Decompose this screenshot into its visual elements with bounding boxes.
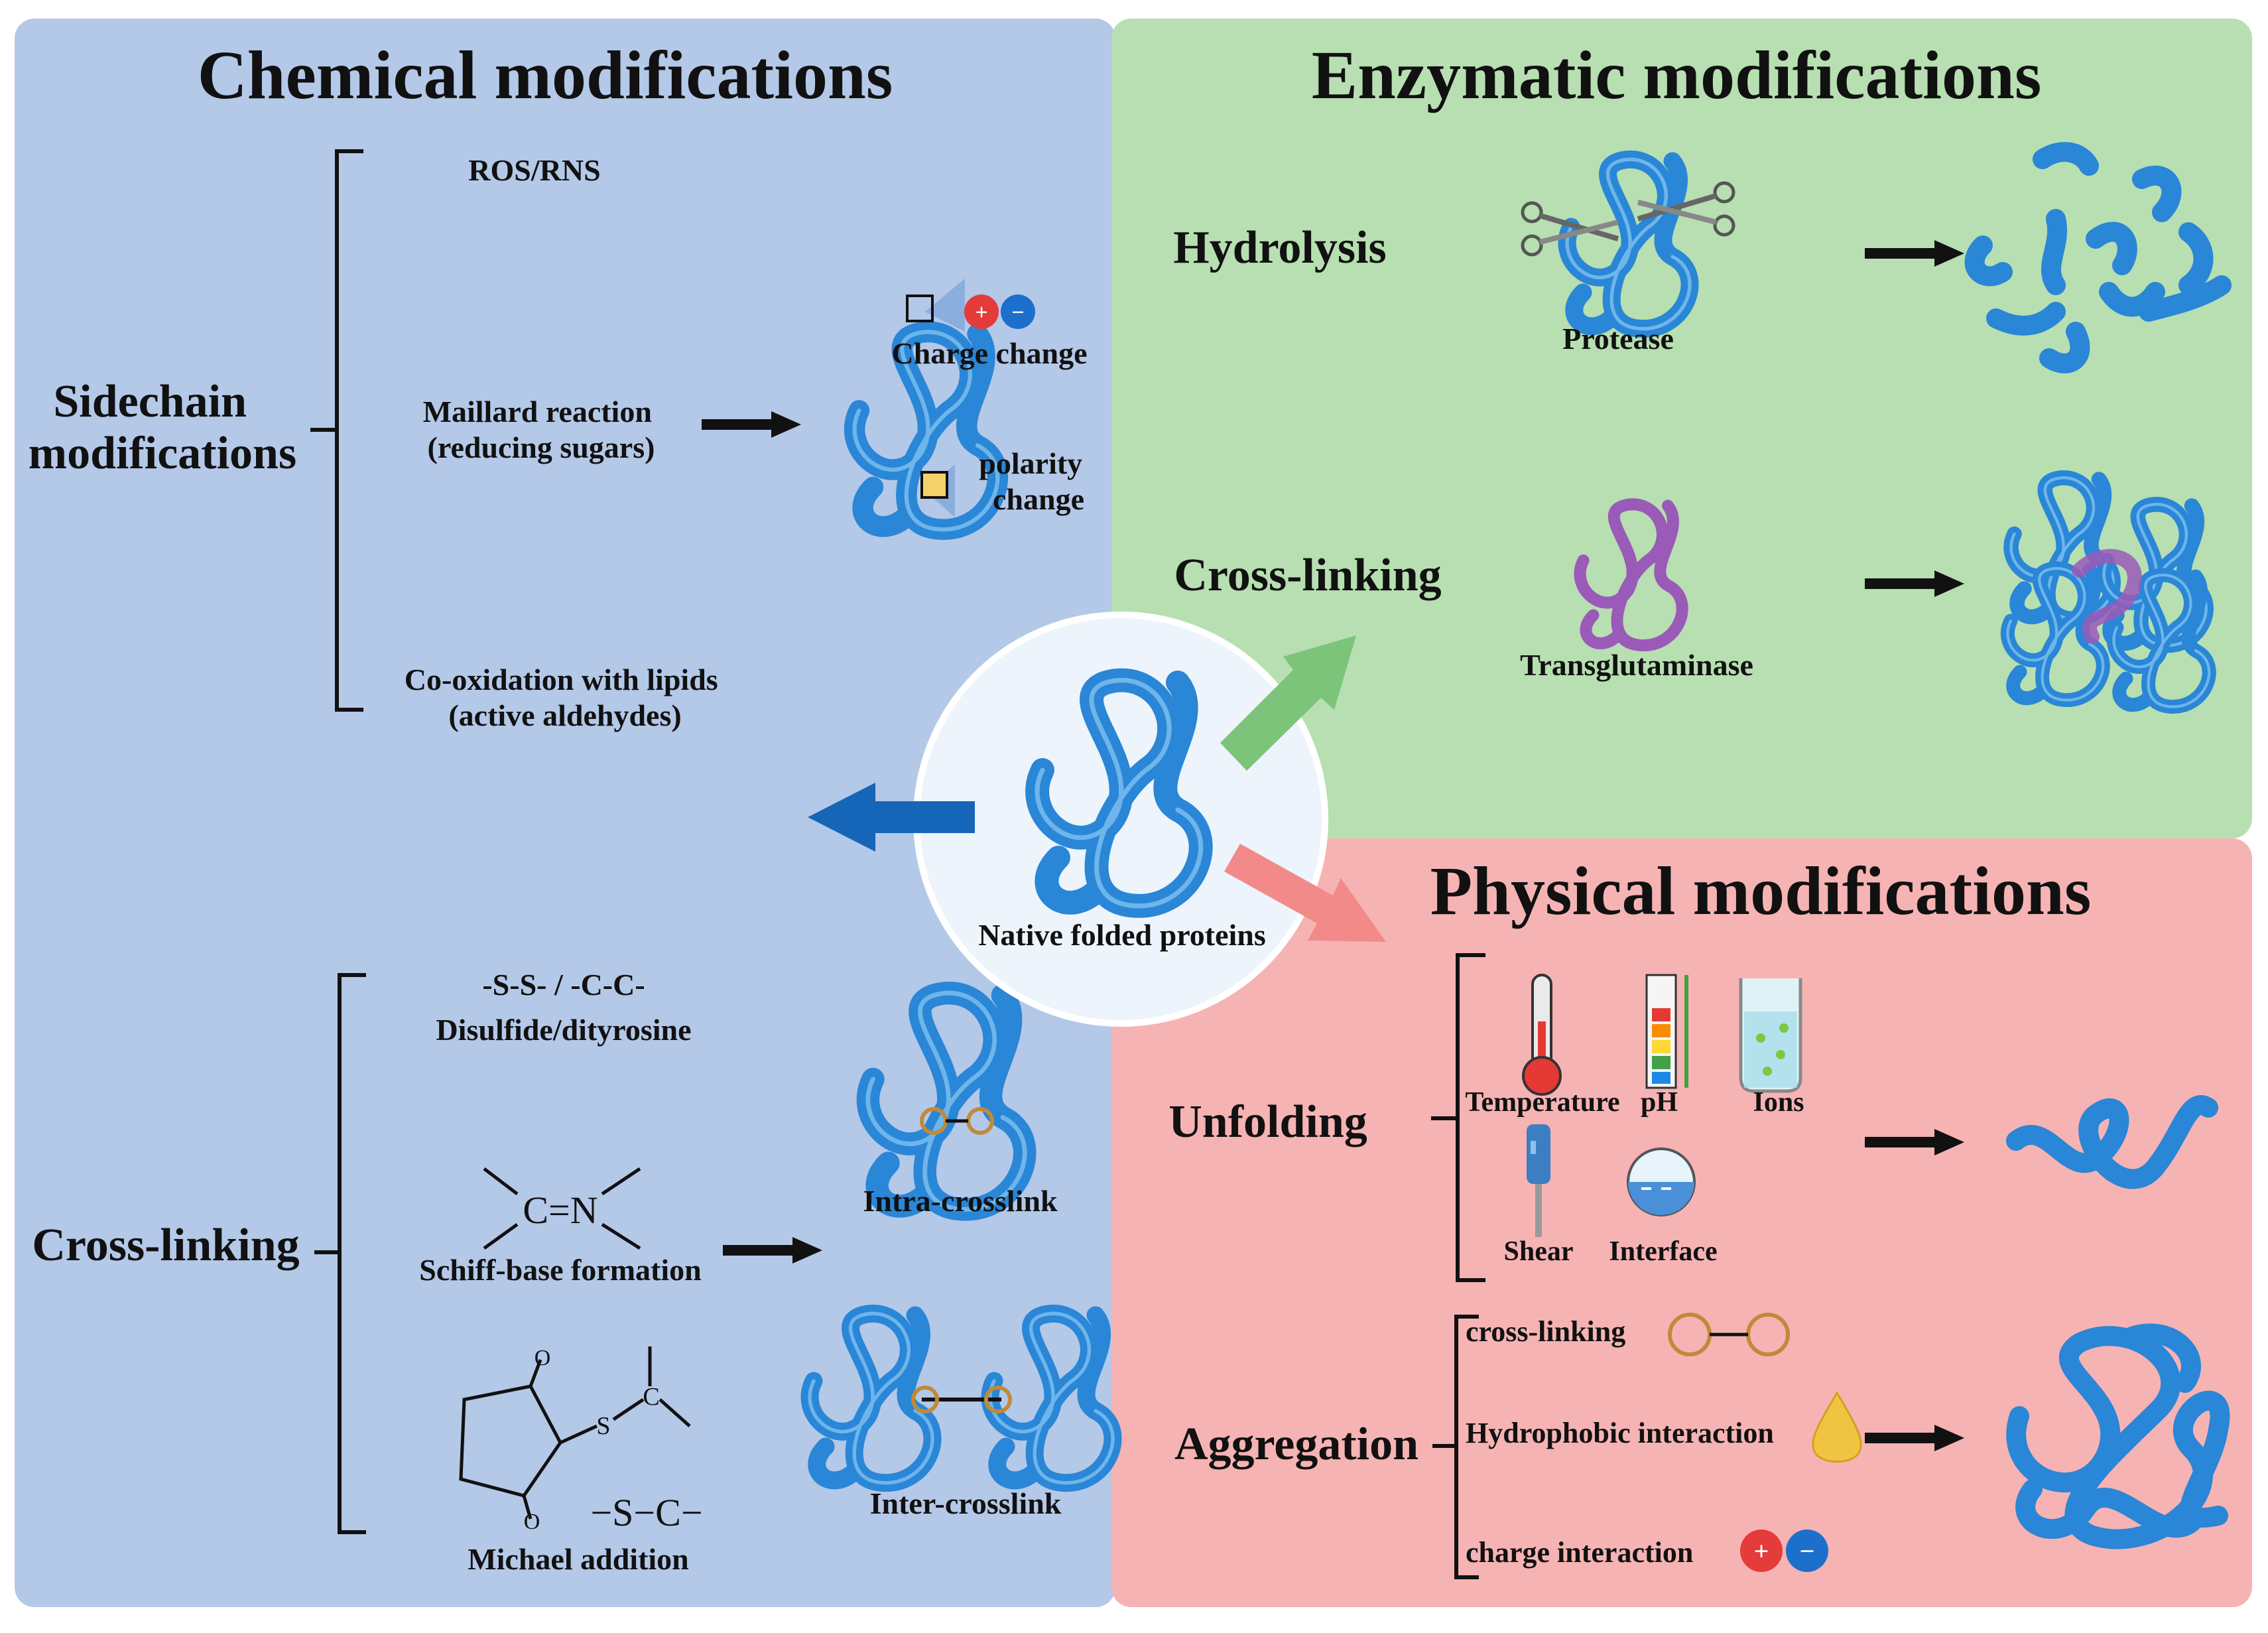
interface-label: Interface [1609, 1236, 1717, 1267]
intra-crosslink-label: Intra-crosslink [863, 1184, 1057, 1218]
plus-sign: + [975, 300, 987, 325]
ions-label: Ions [1753, 1087, 1804, 1118]
minus-sign-2: − [1800, 1536, 1815, 1566]
charge-site-box [906, 294, 934, 322]
sidechain-bracket [310, 149, 363, 712]
unfolding-bracket [1431, 953, 1485, 1282]
oxygen-atom-bottom: O [524, 1510, 540, 1534]
charge-highlight [925, 279, 965, 332]
thioether-formula: −S−C− [590, 1491, 702, 1534]
cooxidation-line2: (active aldehydes) [448, 698, 681, 732]
protease-label: Protease [1562, 322, 1674, 356]
thermometer-icon [1522, 974, 1562, 1096]
sidechain-heading-line2: modifications [29, 428, 296, 479]
right-scissors-icon [1637, 181, 1735, 237]
arrow-to-physical [1224, 844, 1386, 942]
arrow-to-enzymatic [1220, 635, 1356, 771]
polarity-line2: change [993, 482, 1084, 516]
maillard-line1: Maillard reaction [423, 395, 652, 428]
minus-charge-icon-2 [1786, 1530, 1828, 1572]
enzymatic-panel [1111, 19, 2252, 838]
aggregation-heading: Aggregation [1174, 1419, 1418, 1470]
inter-crosslink-bond [911, 1386, 1012, 1413]
temperature-label: Temperature [1465, 1087, 1619, 1118]
cooxidation-label: Co-oxidation with lipids (active aldehyd… [405, 663, 725, 732]
ph-strip-icon [1645, 974, 1688, 1089]
polarity-change-label: polarity change [979, 446, 1090, 516]
chemical-title: Chemical modifications [198, 37, 893, 113]
michael-addition-label: Michael addition [468, 1542, 689, 1576]
ss-cc-label: -S-S- / -C-C- [482, 968, 645, 1002]
shear-blender-icon [1527, 1124, 1550, 1237]
crosslinked-network-icon [2007, 478, 2209, 706]
enzymatic-title: Enzymatic modifications [1312, 37, 2042, 113]
transglutaminase-label: Transglutaminase [1520, 648, 1753, 682]
charge-change-label: Charge change [891, 336, 1087, 370]
oxygen-atom-top: O [535, 1346, 551, 1370]
cooxidation-line1: Co-oxidation with lipids [405, 663, 718, 696]
minus-sign: − [1011, 300, 1024, 325]
maillard-label: Maillard reaction (reducing sugars) [423, 395, 660, 464]
polarity-line1: polarity [979, 446, 1082, 480]
imine-structure: C=N [483, 1167, 641, 1250]
schiff-base-label: Schiff-base formation [419, 1253, 701, 1287]
sidechain-heading-line1: Sidechain [53, 376, 247, 427]
shear-label: Shear [1504, 1236, 1574, 1267]
carbon-atom: C [643, 1383, 659, 1411]
chemical-panel [15, 19, 1115, 1607]
polarity-site-box [920, 471, 948, 499]
sidechain-heading: Sidechain modifications [29, 376, 296, 479]
unfolded-protein-icon [2006, 1095, 2218, 1189]
crosslink-bond-icon [1668, 1313, 1790, 1356]
chem-crosslinking-heading: Cross-linking [32, 1220, 299, 1271]
aggregation-bracket [1432, 1315, 1479, 1579]
maillard-line2: (reducing sugars) [428, 430, 655, 464]
sulfur-atom: S [596, 1412, 610, 1440]
inter-crosslink-label: Inter-crosslink [870, 1486, 1062, 1520]
hydrophobic-interaction-label: Hydrophobic interaction [1466, 1417, 1774, 1449]
minus-charge-icon [1001, 294, 1035, 329]
hydrolysis-heading: Hydrolysis [1173, 222, 1387, 273]
oil-drop-icon [1812, 1391, 1862, 1463]
crosslinking-interaction-label: cross-linking [1466, 1315, 1625, 1348]
enzymatic-crosslinking-heading: Cross-linking [1174, 550, 1441, 601]
native-folded-proteins-label: Native folded proteins [978, 918, 1266, 952]
left-scissors-icon [1521, 201, 1619, 257]
peptide-fragments-icon [1964, 142, 2232, 373]
arrow-to-chemical [808, 783, 975, 852]
intra-crosslink-bond [920, 1107, 994, 1135]
plus-sign-2: + [1754, 1536, 1769, 1566]
unfolding-heading: Unfolding [1168, 1096, 1367, 1147]
plus-charge-icon-2 [1740, 1530, 1783, 1572]
disulfide-label: Disulfide/dityrosine [436, 1013, 691, 1047]
physical-title: Physical modifications [1430, 853, 2092, 929]
imine-formula: C=N [523, 1189, 598, 1232]
michael-adduct-structure: S C O O −S−C− [459, 1346, 703, 1534]
beaker-icon [1739, 978, 1802, 1093]
crosslinking-bracket [314, 973, 366, 1534]
physical-panel [1111, 838, 2252, 1607]
interface-icon [1627, 1147, 1696, 1216]
ph-label: pH [1641, 1087, 1678, 1118]
ros-rns-label: ROS/RNS [468, 153, 600, 187]
plus-charge-icon [964, 294, 999, 329]
charge-interaction-label: charge interaction [1466, 1536, 1693, 1569]
